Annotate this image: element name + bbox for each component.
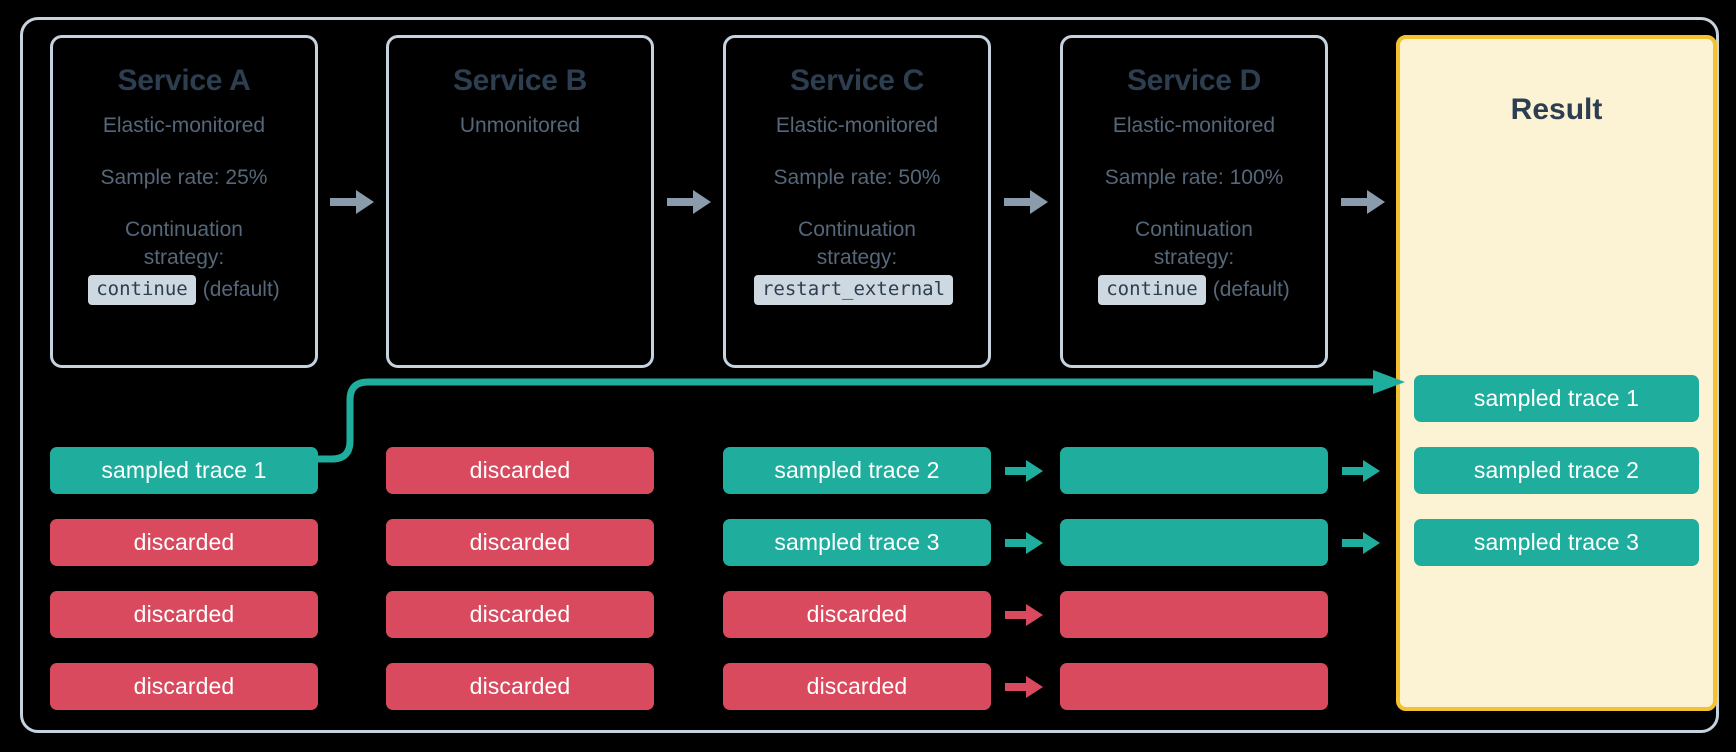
arrow-right-icon-d1-to-result <box>1342 460 1380 482</box>
service-c-sample-rate: Sample rate: 50% <box>773 166 941 189</box>
service-c-strategy-code: restart_external <box>753 275 954 305</box>
service-d-sample-rate: Sample rate: 100% <box>1104 166 1284 189</box>
service-d-strategy-code: continue <box>1098 275 1206 305</box>
result-trace-pill-1: sampled trace 1 <box>1414 375 1699 422</box>
service-c-monitoring: Elastic-monitored <box>775 114 939 137</box>
arrow-right-icon-b-to-c <box>667 190 711 214</box>
trace-pill-d-4 <box>1060 663 1328 710</box>
result-panel: Result <box>1396 35 1717 711</box>
trace-pill-a-4: discarded <box>50 663 318 710</box>
trace-pill-d-1 <box>1060 447 1328 494</box>
trace-pill-d-2 <box>1060 519 1328 566</box>
service-b-title: Service B <box>452 64 588 97</box>
service-a-strategy-note: (default) <box>202 278 280 302</box>
service-d-title: Service D <box>1126 64 1262 97</box>
trace-pill-b-1: discarded <box>386 447 654 494</box>
service-c-title: Service C <box>789 64 925 97</box>
arrow-right-icon-c4-to-d4 <box>1005 676 1043 698</box>
service-card-a: Service A Elastic-monitored Sample rate:… <box>50 35 318 368</box>
result-trace-pill-3: sampled trace 3 <box>1414 519 1699 566</box>
service-a-strategy-label: Continuation strategy: <box>125 218 243 269</box>
service-d-monitoring: Elastic-monitored <box>1112 114 1276 137</box>
service-d-strategy-value: continue (default) <box>1098 275 1290 305</box>
service-card-d: Service D Elastic-monitored Sample rate:… <box>1060 35 1328 368</box>
arrow-right-icon-c3-to-d3 <box>1005 604 1043 626</box>
service-card-b: Service B Unmonitored <box>386 35 654 368</box>
trace-pill-c-3: discarded <box>723 591 991 638</box>
result-title: Result <box>1510 93 1603 126</box>
trace-pill-d-3 <box>1060 591 1328 638</box>
trace-pill-c-2: sampled trace 3 <box>723 519 991 566</box>
service-b-monitoring: Unmonitored <box>459 114 581 137</box>
trace-pill-a-1: sampled trace 1 <box>50 447 318 494</box>
service-d-strategy-note: (default) <box>1212 278 1290 302</box>
trace-pill-b-3: discarded <box>386 591 654 638</box>
trace-pill-a-3: discarded <box>50 591 318 638</box>
arrow-right-icon-a-to-b <box>330 190 374 214</box>
service-a-strategy-code: continue <box>88 275 196 305</box>
arrow-right-icon-d2-to-result <box>1342 532 1380 554</box>
service-c-strategy-label: Continuation strategy: <box>798 218 916 269</box>
service-c-strategy-value: restart_external <box>753 275 960 305</box>
service-a-strategy-value: continue (default) <box>88 275 280 305</box>
service-a-monitoring: Elastic-monitored <box>102 114 266 137</box>
trace-pill-c-4: discarded <box>723 663 991 710</box>
trace-pill-b-4: discarded <box>386 663 654 710</box>
arrow-right-icon-c1-to-d1 <box>1005 460 1043 482</box>
result-trace-pill-2: sampled trace 2 <box>1414 447 1699 494</box>
trace-pill-b-2: discarded <box>386 519 654 566</box>
arrow-right-icon-c-to-d <box>1004 190 1048 214</box>
service-a-sample-rate: Sample rate: 25% <box>100 166 268 189</box>
service-a-title: Service A <box>117 64 251 97</box>
arrow-right-icon-d-to-result <box>1341 190 1385 214</box>
trace-pill-a-2: discarded <box>50 519 318 566</box>
trace-pill-c-1: sampled trace 2 <box>723 447 991 494</box>
arrow-right-icon-c2-to-d2 <box>1005 532 1043 554</box>
service-card-c: Service C Elastic-monitored Sample rate:… <box>723 35 991 368</box>
service-d-strategy-label: Continuation strategy: <box>1135 218 1253 269</box>
